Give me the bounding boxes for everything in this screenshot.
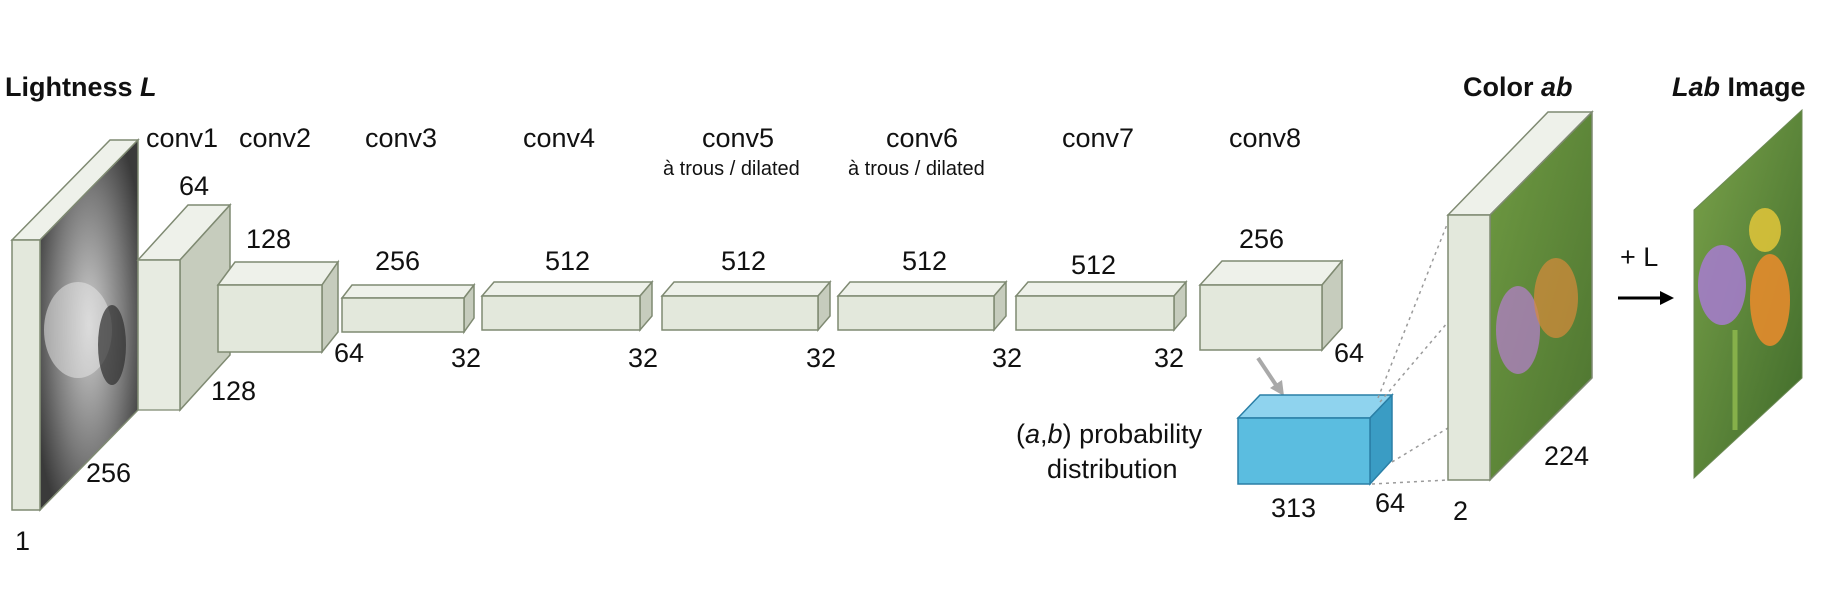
probability-distribution-block [1236, 393, 1394, 486]
output-title: Color ab [1463, 72, 1573, 102]
conv5-channels: 512 [721, 246, 766, 276]
conv2-label: conv2 [239, 123, 311, 153]
conv5-label: conv5 [702, 123, 774, 153]
lab-color-image [1693, 108, 1803, 480]
input-size: 256 [86, 458, 131, 488]
input-lightness-layer [10, 138, 140, 512]
conv5-dilated-label: à trous / dilated [663, 158, 800, 180]
conv3-channels: 256 [375, 246, 420, 276]
conv6-label: conv6 [886, 123, 958, 153]
conv7-channels: 512 [1071, 250, 1116, 280]
plus-l-label: + L [1620, 242, 1658, 272]
probability-label-line1: (a,b) probability [1016, 419, 1203, 449]
conv7-label: conv7 [1062, 123, 1134, 153]
conv4-block [480, 279, 654, 333]
arrow-to-probability [1256, 356, 1284, 396]
input-channels: 1 [15, 526, 30, 556]
output-channels: 2 [1453, 496, 1468, 526]
conv4-channels: 512 [545, 246, 590, 276]
conv3-size: 32 [451, 343, 481, 373]
probability-size: 64 [1375, 488, 1405, 518]
conv4-size: 32 [628, 343, 658, 373]
probability-channels: 313 [1271, 493, 1316, 523]
plus-l-arrow [1618, 291, 1674, 305]
conv1-block [136, 203, 232, 412]
conv7-size: 32 [1154, 343, 1184, 373]
conv8-block [1198, 258, 1344, 352]
conv3-block [340, 282, 476, 335]
conv5-block [660, 279, 832, 333]
conv3-label: conv3 [365, 123, 437, 153]
conv6-size: 32 [992, 343, 1022, 373]
conv2-channels: 128 [246, 224, 291, 254]
input-title: Lightness L [5, 72, 157, 102]
output-size: 224 [1544, 441, 1589, 471]
projection-lines [1371, 221, 1449, 485]
conv4-label: conv4 [523, 123, 595, 153]
conv8-label: conv8 [1229, 123, 1301, 153]
conv1-channels: 64 [179, 171, 209, 201]
conv2-size: 64 [334, 338, 364, 368]
conv6-dilated-label: à trous / dilated [848, 158, 985, 180]
lab-image-title: Lab Image [1672, 72, 1806, 102]
conv7-block [1014, 279, 1188, 333]
conv8-size: 64 [1334, 338, 1364, 368]
conv8-channels: 256 [1239, 224, 1284, 254]
probability-label-line2: distribution [1047, 454, 1178, 484]
output-color-ab-layer [1446, 110, 1594, 482]
conv2-block [216, 259, 340, 355]
conv6-block [836, 279, 1008, 333]
conv1-size: 128 [211, 376, 256, 406]
conv5-size: 32 [806, 343, 836, 373]
conv1-label: conv1 [146, 123, 218, 153]
conv6-channels: 512 [902, 246, 947, 276]
